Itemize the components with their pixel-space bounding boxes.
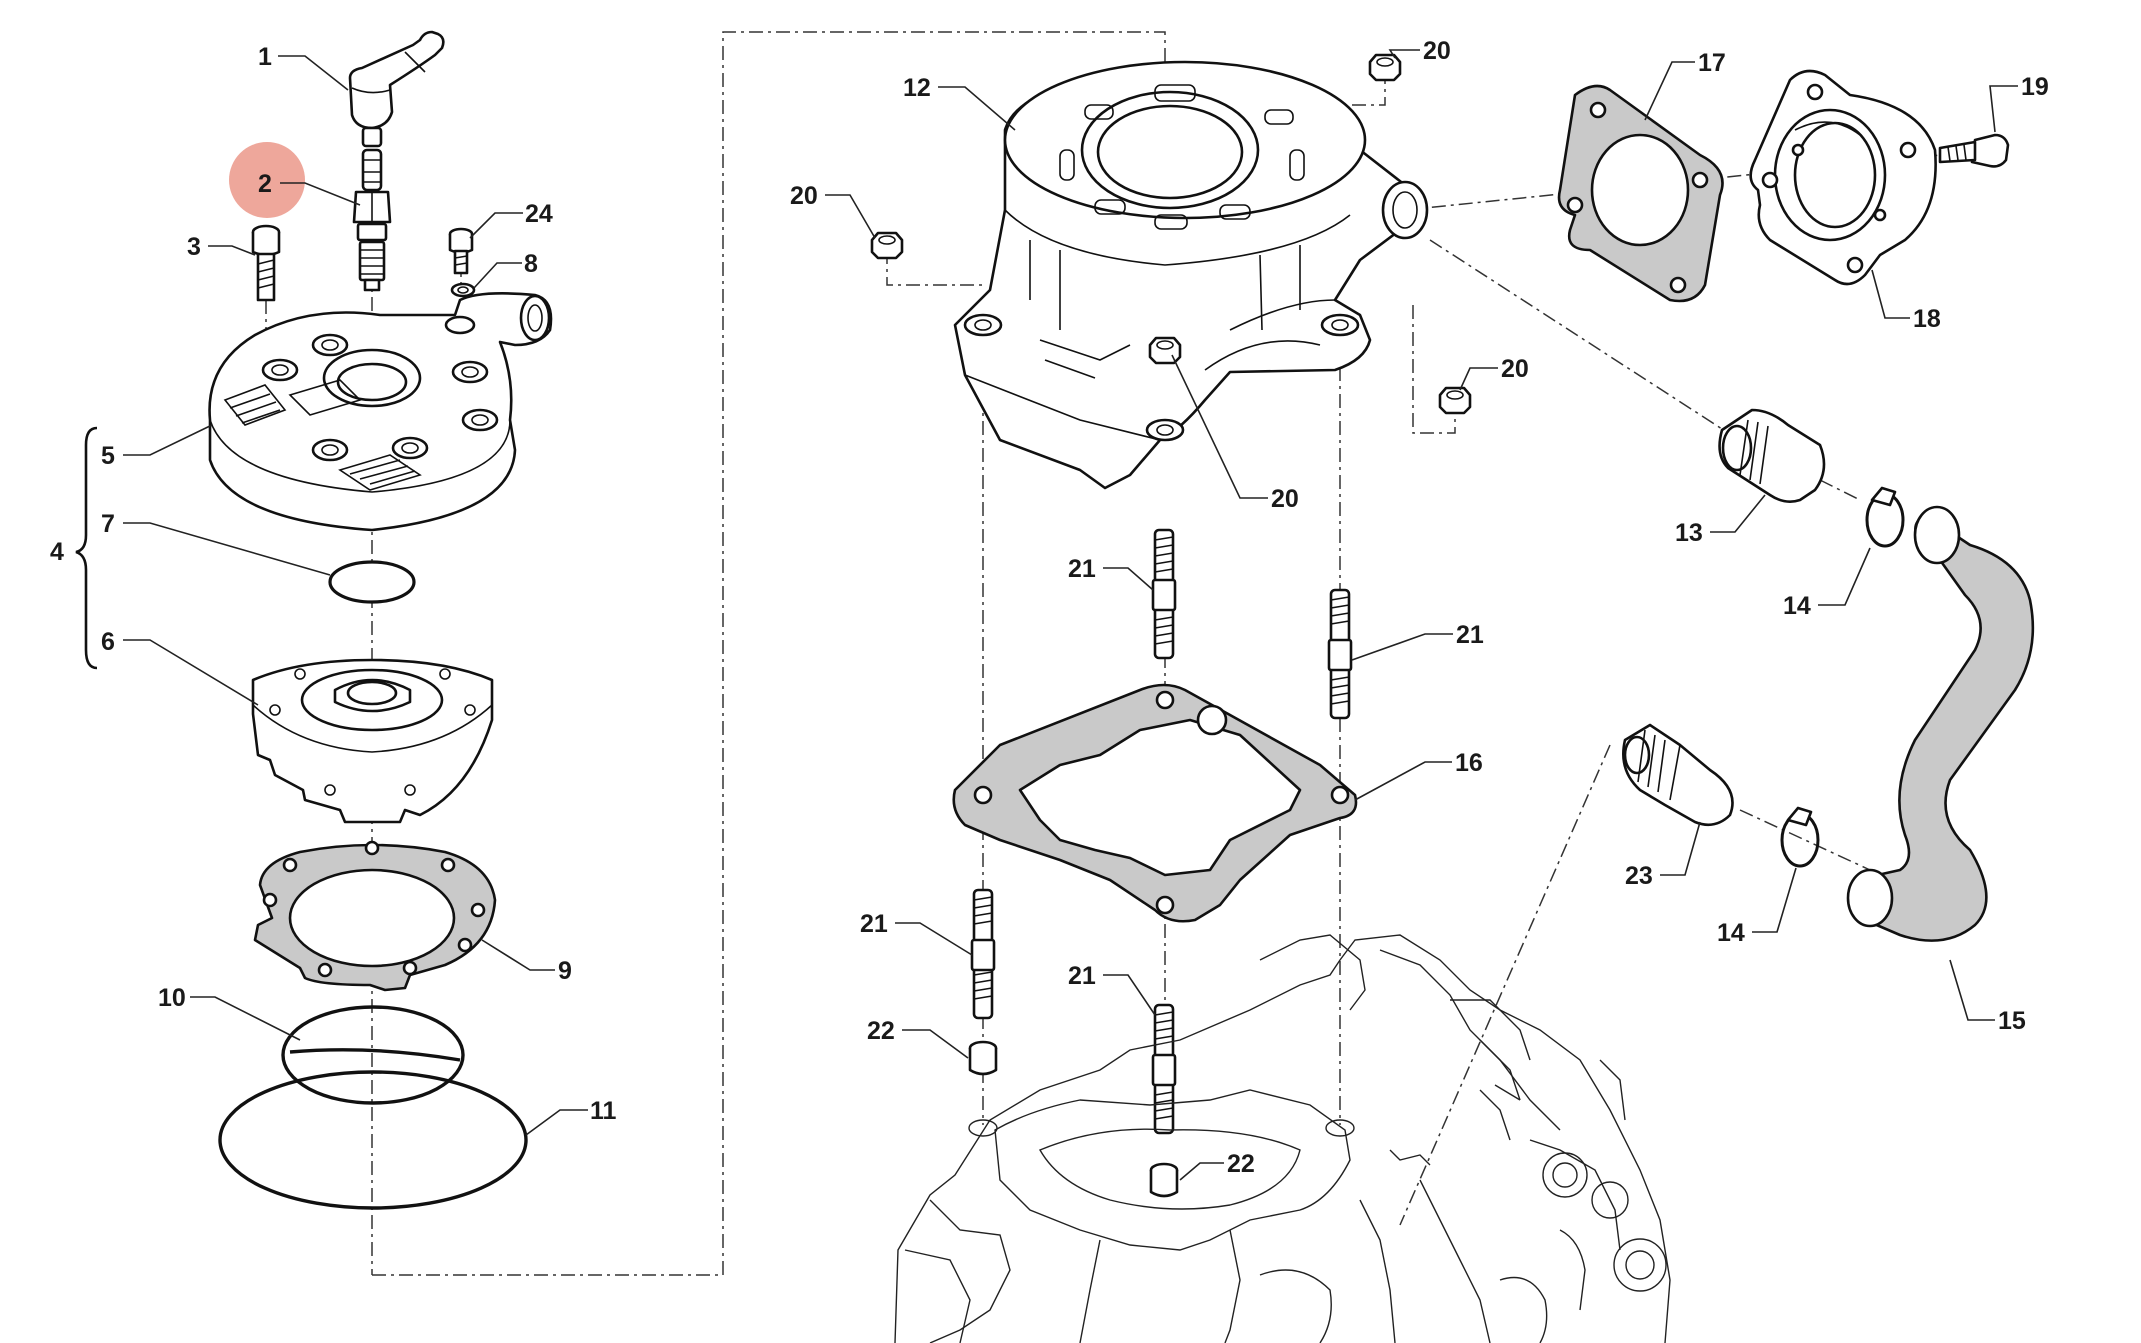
callout-22-left: 22 [867,1017,895,1045]
dowel-center [1149,1162,1179,1198]
hose-fitting [1718,408,1826,503]
callout-10: 10 [158,984,186,1012]
stud-upper-right [1327,588,1353,720]
callout-3: 3 [187,233,201,261]
callout-21-lower-left: 21 [860,910,888,938]
callout-19: 19 [2021,73,2049,101]
callout-12: 12 [903,74,931,102]
crankcase-outline [894,934,1671,1343]
dowel-left [968,1040,998,1076]
head-o-ring [328,560,416,604]
callout-20-top: 20 [1423,37,1451,65]
head-gasket [253,840,497,992]
hose-clamp-lower [1780,806,1820,868]
callout-8: 8 [524,250,538,278]
spark-plug [352,148,392,292]
stud-lower-left [970,888,996,1020]
callout-24: 24 [525,200,553,228]
callout-21-lower-center: 21 [1068,962,1096,990]
callout-14-upper: 14 [1783,592,1811,620]
highlight-marker [229,142,305,218]
callout-numbers: 1 2 3 24 8 5 4 7 6 9 10 11 12 20 20 20 2… [50,37,2049,1178]
callout-6: 6 [101,628,115,656]
flange-bolt [1938,133,2010,168]
callout-2: 2 [258,170,272,198]
nut-left [870,231,904,260]
callout-15: 15 [1998,1007,2026,1035]
group-bracket [75,426,98,670]
exhaust-gasket [1557,84,1724,303]
callout-5: 5 [101,442,115,470]
callout-17: 17 [1698,49,1726,77]
callout-21-upper-right: 21 [1456,621,1484,649]
cylinder-head [208,292,553,532]
sealing-washer [450,282,476,298]
exhaust-flange [1749,69,1937,286]
head-screw [251,224,281,302]
stud-lower-center [1151,1003,1177,1135]
flange-nuts [870,53,1472,415]
base-gasket [952,683,1358,923]
hose-clamp-upper [1865,486,1905,548]
callout-1: 1 [258,43,272,71]
callout-18: 18 [1913,305,1941,333]
callout-13: 13 [1675,519,1703,547]
large-o-rings [218,1005,528,1210]
stud-upper-left [1151,528,1177,660]
nut-top [1368,53,1402,82]
callout-7: 7 [101,510,115,538]
callout-23: 23 [1625,862,1653,890]
callout-11: 11 [590,1097,617,1125]
callout-21-upper-left: 21 [1068,555,1096,583]
leader-lines [123,49,2018,1181]
callout-20-right: 20 [1501,355,1529,383]
nut-center [1148,336,1182,365]
callout-16: 16 [1455,749,1483,777]
callout-20-left: 20 [790,182,818,210]
spark-plug-cap [348,30,445,148]
small-screw [448,227,474,275]
coolant-hose [1846,505,2035,942]
water-fitting [1622,723,1734,827]
callout-9: 9 [558,957,572,985]
nut-right [1438,386,1472,415]
combustion-insert [251,658,494,824]
callout-22-center: 22 [1227,1150,1255,1178]
callout-14-lower: 14 [1717,919,1745,947]
cylinder [953,60,1429,490]
callout-4: 4 [50,538,64,566]
callout-20-center: 20 [1271,485,1299,513]
